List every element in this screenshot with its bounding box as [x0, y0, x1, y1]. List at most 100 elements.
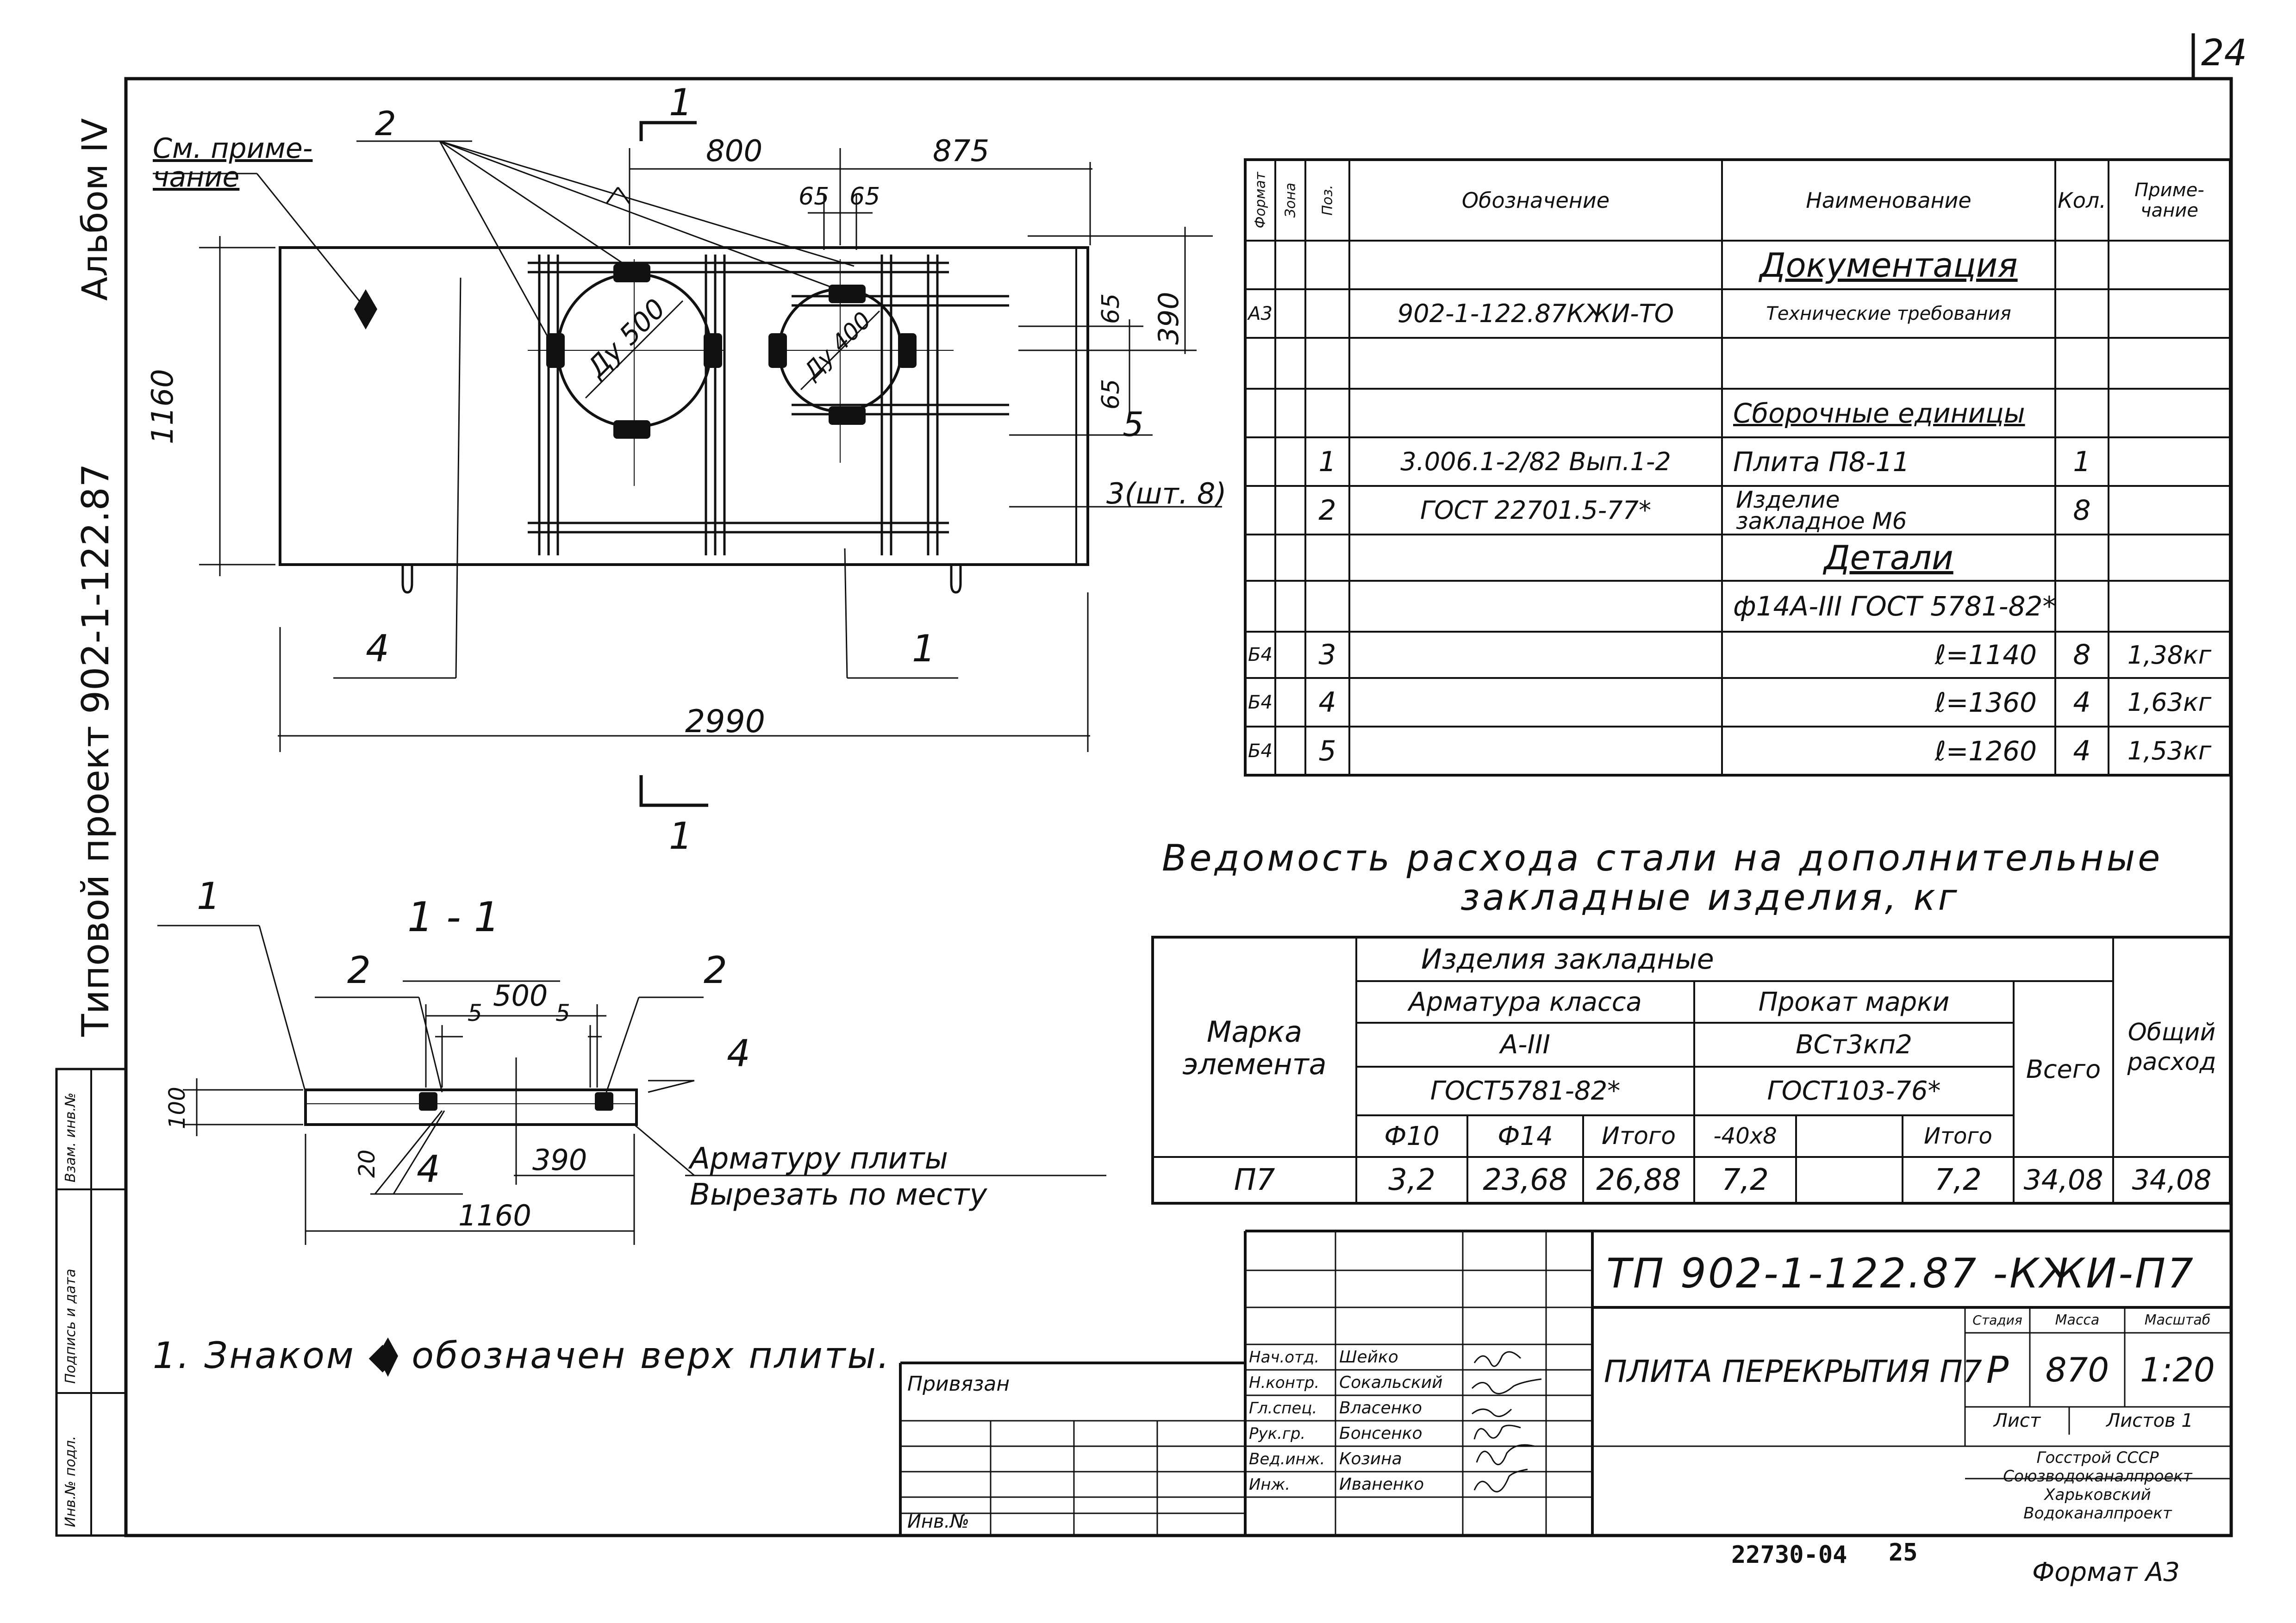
spec-header-name: Наименование [1806, 187, 1972, 213]
spec-cell-r0-c3 [1349, 241, 1722, 289]
spec-header-zone: Зона [1282, 182, 1298, 218]
spec-cell-r5-c2: 2 [1318, 494, 1336, 527]
steel-table-title-2: закладные изделия, кг [1460, 877, 1960, 919]
spec-cell-r7-c2 [1305, 581, 1349, 632]
title-scale: 1:20 [2140, 1350, 2215, 1389]
spec-cell-r4-c4: Плита П8-11 [1733, 446, 1910, 478]
spec-cell-r9-c5: 4 [2073, 686, 2091, 719]
spec-cell-r1-c2 [1305, 289, 1349, 338]
spec-cell-r6-c6 [2109, 535, 2230, 581]
spec-cell-r0-c0 [1245, 241, 1275, 289]
title-name-5: Козина [1339, 1449, 1402, 1468]
spec-cell-r2-c0 [1245, 338, 1275, 389]
spec-cell-r4-c1 [1275, 437, 1305, 486]
pos-label-1: 1 [912, 627, 936, 670]
spec-cell-r5-c1 [1275, 486, 1305, 535]
spec-cell-r5-c4: Изделие закладное М6 [1736, 486, 1907, 535]
spec-cell-r5-c5: 8 [2073, 494, 2091, 527]
pos-label-4: 4 [366, 627, 389, 670]
steel-sub-f10: Ф10 [1384, 1121, 1440, 1151]
pos-label-5: 5 [1123, 405, 1144, 444]
steel-table-title-1: Ведомость расхода стали на дополнительны… [1162, 838, 2163, 879]
spec-cell-r1-c1 [1275, 289, 1305, 338]
steel-h-class: A-III [1500, 1030, 1551, 1060]
pos-label-3: 3(шт. 8) [1106, 477, 1227, 510]
steel-row-f10: 3,2 [1388, 1163, 1435, 1197]
steel-sub-total2: Итого [1924, 1123, 1992, 1149]
spec-cell-r2-c1 [1275, 338, 1305, 389]
title-role-6: Инж. [1249, 1475, 1291, 1494]
spec-cell-r2-c2 [1305, 338, 1349, 389]
spec-cell-r9-c0: Б4 [1248, 691, 1273, 713]
spec-cell-r8-c5: 8 [2073, 639, 2091, 671]
spec-cell-r3-c2 [1305, 389, 1349, 437]
spec-cell-r0-c4: Документация [1759, 245, 2018, 285]
dim-800: 800 [706, 134, 763, 168]
spec-cell-r0-c6 [2109, 241, 2230, 289]
spec-cell-r10-c3 [1349, 727, 1722, 775]
page-number: 24 [2201, 32, 2247, 74]
spec-cell-r10-c1 [1275, 727, 1305, 775]
steel-row-general: 34,08 [2132, 1164, 2212, 1196]
spec-cell-r0-c2 [1305, 241, 1349, 289]
section-dim-20: 20 [354, 1149, 380, 1178]
spec-cell-r1-c4: Технические требования [1766, 303, 2011, 324]
spec-cell-r10-c0: Б4 [1248, 740, 1273, 762]
sheet-format: Формат А3 [2032, 1557, 2180, 1587]
title-name-4: Бонсенко [1339, 1424, 1423, 1443]
bottom-code: 22730-04 [1731, 1541, 1847, 1569]
spec-cell-r5-c0 [1245, 486, 1275, 535]
section-mark-bottom: 1 [669, 815, 693, 858]
section-dim-100: 100 [164, 1087, 190, 1129]
steel-sub-total1: Итого [1601, 1122, 1676, 1150]
section-dim-1160: 1160 [458, 1199, 531, 1232]
spec-cell-r7-c1 [1275, 581, 1305, 632]
dim-65-d: 65 [1097, 379, 1125, 410]
pos-label-2: 2 [375, 104, 396, 143]
spec-cell-r8-c1 [1275, 632, 1305, 678]
title-name: ПЛИТА ПЕРЕКРЫТИЯ П7 [1604, 1354, 1982, 1389]
section-label-4a: 4 [417, 1148, 440, 1191]
dim-390: 390 [1153, 292, 1185, 345]
spec-cell-r3-c3 [1349, 389, 1722, 437]
spec-cell-r6-c4: Детали [1824, 538, 1953, 577]
spec-cell-r0-c5 [2055, 241, 2109, 289]
steel-h-rebar: Арматура класса [1409, 987, 1642, 1017]
note-callout: См. приме- чание [153, 132, 313, 193]
spec-header-pos: Поз. [1319, 184, 1335, 216]
steel-sub-f14: Ф14 [1497, 1121, 1553, 1151]
steel-row-empty [1796, 1157, 1903, 1203]
steel-row-f14: 23,68 [1483, 1163, 1568, 1197]
spec-cell-r1-c0: А3 [1248, 303, 1273, 324]
title-stage: Р [1986, 1348, 2009, 1392]
dim-65-a: 65 [799, 183, 830, 211]
spec-cell-r9-c1 [1275, 678, 1305, 727]
title-sheet-header: Лист [1993, 1410, 2041, 1431]
steel-row-total2: 7,2 [1934, 1163, 1982, 1197]
spec-cell-r4-c2: 1 [1318, 445, 1336, 478]
steel-h-total: Всего [2026, 1054, 2101, 1084]
section-mark-top: 1 [669, 81, 693, 124]
spec-cell-r3-c4: Сборочные единицы [1733, 397, 2025, 429]
spec-cell-r2-c5 [2055, 338, 2109, 389]
steel-h-rolled: Прокат марки [1758, 987, 1950, 1017]
spec-cell-r10-c6: 1,53кг [2127, 736, 2212, 765]
spec-cell-r3-c0 [1245, 389, 1275, 437]
spec-cell-r4-c6 [2109, 437, 2230, 486]
steel-h-gost2: ГОСТ103-76* [1767, 1076, 1941, 1106]
spec-cell-r3-c5 [2055, 389, 2109, 437]
spec-cell-r1-c6 [2109, 289, 2230, 338]
section-label-1: 1 [197, 875, 220, 918]
title-name-2: Сокальский [1339, 1373, 1443, 1392]
title-organization: Госстрой СССР Союзводоканалпроект Харько… [2003, 1449, 2192, 1523]
title-mass: 870 [2045, 1350, 2109, 1389]
side-album-label: Альбом IV [74, 118, 115, 301]
stamp-signature-date: Подпись и дата [62, 1269, 79, 1384]
title-role-1: Нач.отд. [1249, 1348, 1320, 1367]
spec-cell-r6-c0 [1245, 535, 1275, 581]
section-dim-500: 500 [493, 979, 548, 1013]
title-stage-header: Стадия [1972, 1312, 2022, 1328]
spec-cell-r4-c3: 3.006.1-2/82 Вып.1-2 [1400, 447, 1671, 476]
title-scale-header: Масштаб [2144, 1312, 2211, 1328]
